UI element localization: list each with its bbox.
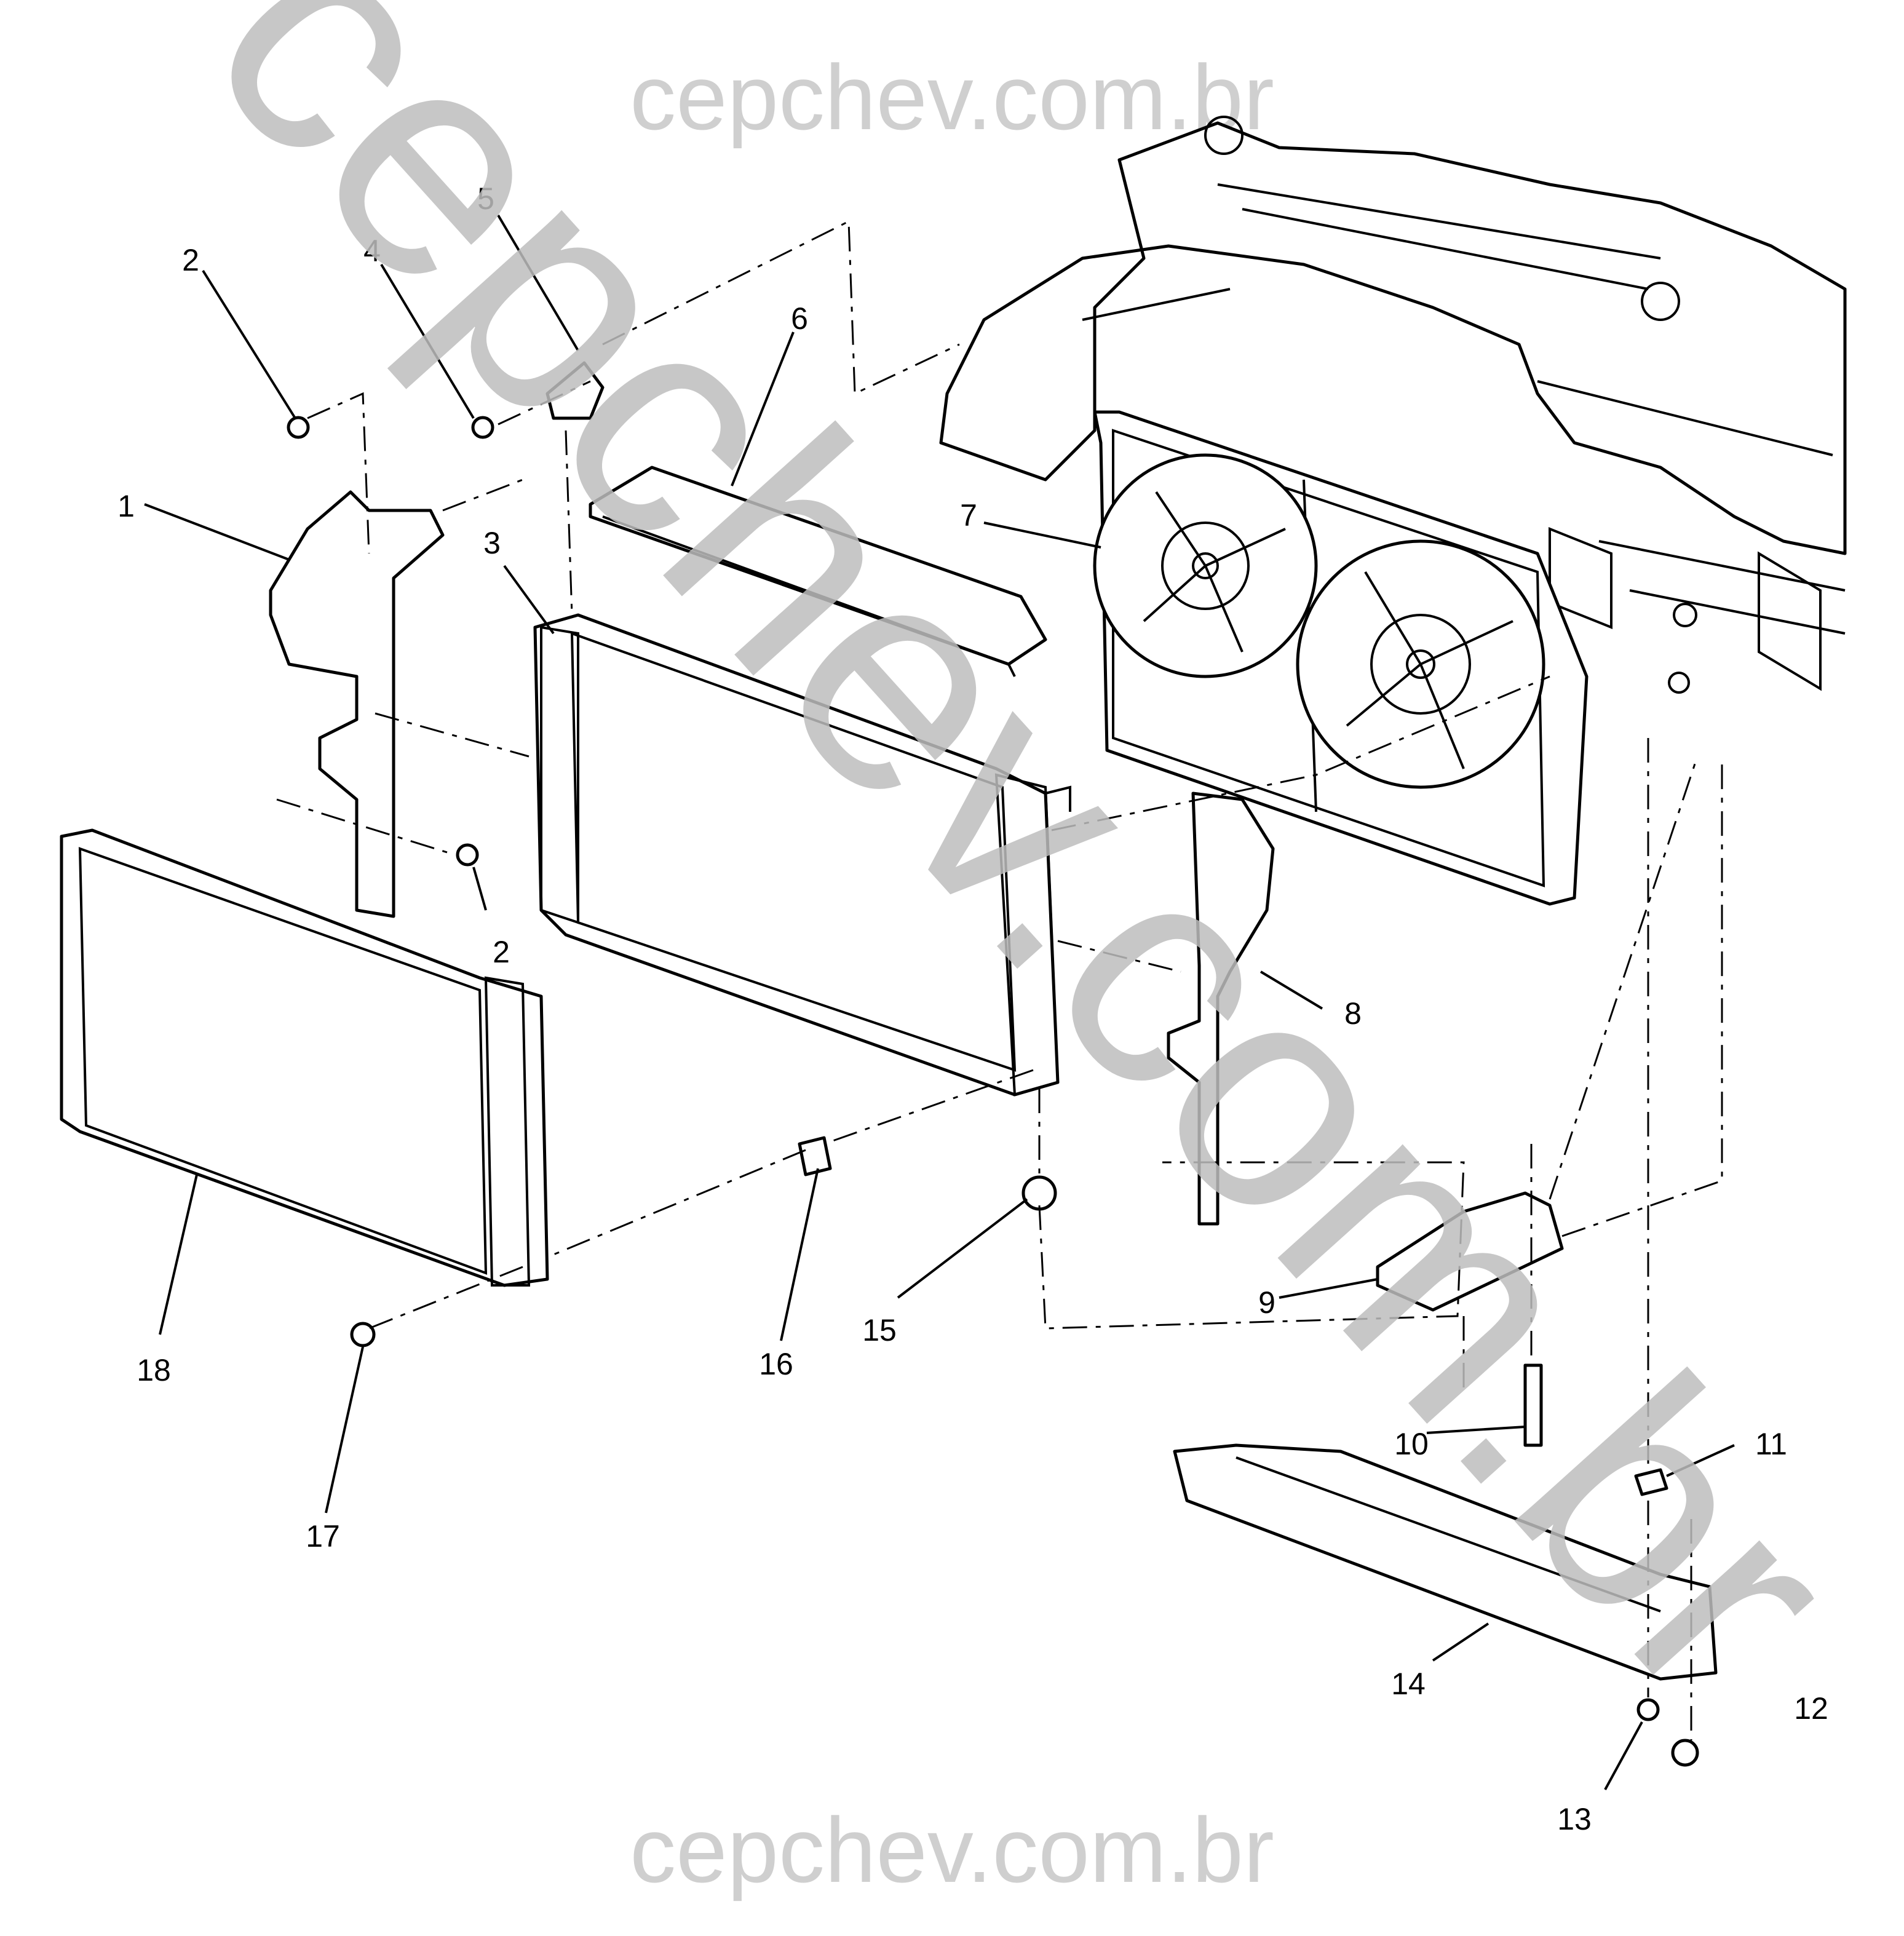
air-deflector-left bbox=[269, 490, 445, 918]
callout-2-bottom: 2 bbox=[493, 935, 510, 969]
retainer-icon bbox=[1671, 1739, 1699, 1767]
callout-8: 8 bbox=[1344, 996, 1362, 1031]
condenser bbox=[60, 828, 549, 1287]
bracket-icon bbox=[545, 361, 605, 420]
callout-17: 17 bbox=[306, 1519, 340, 1553]
radiator bbox=[533, 613, 1071, 1097]
callout-16: 16 bbox=[759, 1347, 793, 1381]
bolt-icon bbox=[1523, 1363, 1543, 1447]
cooling-fan-shroud bbox=[1093, 410, 1589, 906]
air-deflector-right bbox=[1167, 791, 1275, 1226]
bolt-icon bbox=[350, 1322, 376, 1347]
callout-5: 5 bbox=[477, 181, 494, 216]
air-baffle-upper bbox=[589, 466, 1047, 677]
callout-11: 11 bbox=[1755, 1427, 1787, 1461]
radiator-support-frame bbox=[939, 116, 1847, 694]
clip-icon bbox=[798, 1136, 832, 1176]
screw-icon bbox=[1636, 1698, 1660, 1721]
air-baffle-lower bbox=[1376, 1191, 1564, 1312]
air-deflector-lower bbox=[1173, 1443, 1718, 1681]
watermark-top: cepchev.com.br bbox=[630, 46, 1274, 149]
callout-7: 7 bbox=[960, 498, 977, 533]
callout-1: 1 bbox=[117, 489, 135, 523]
watermark-bottom: cepchev.com.br bbox=[630, 1798, 1274, 1902]
callout-10: 10 bbox=[1394, 1427, 1429, 1461]
callout-4: 4 bbox=[363, 234, 381, 268]
callout-6: 6 bbox=[791, 301, 808, 336]
callout-18: 18 bbox=[137, 1353, 171, 1387]
callout-15: 15 bbox=[862, 1313, 897, 1347]
leader-lines bbox=[144, 214, 1735, 1790]
callout-12: 12 bbox=[1794, 1691, 1828, 1726]
callout-2-top: 2 bbox=[182, 243, 199, 277]
callout-labels: 2 4 5 6 1 3 7 2 8 9 10 11 12 14 13 15 16… bbox=[117, 181, 1828, 1836]
insulator-icon bbox=[1021, 1175, 1057, 1211]
push-pin-icon bbox=[287, 416, 310, 439]
callout-13: 13 bbox=[1557, 1802, 1592, 1836]
callout-14: 14 bbox=[1391, 1667, 1426, 1701]
push-pin-icon bbox=[456, 843, 479, 867]
bolt-icon bbox=[471, 416, 494, 439]
nut-icon bbox=[1634, 1468, 1668, 1496]
callout-9: 9 bbox=[1258, 1285, 1275, 1320]
callout-3: 3 bbox=[483, 526, 501, 560]
assembly-lines bbox=[276, 220, 1723, 1740]
fasteners bbox=[287, 361, 1699, 1767]
